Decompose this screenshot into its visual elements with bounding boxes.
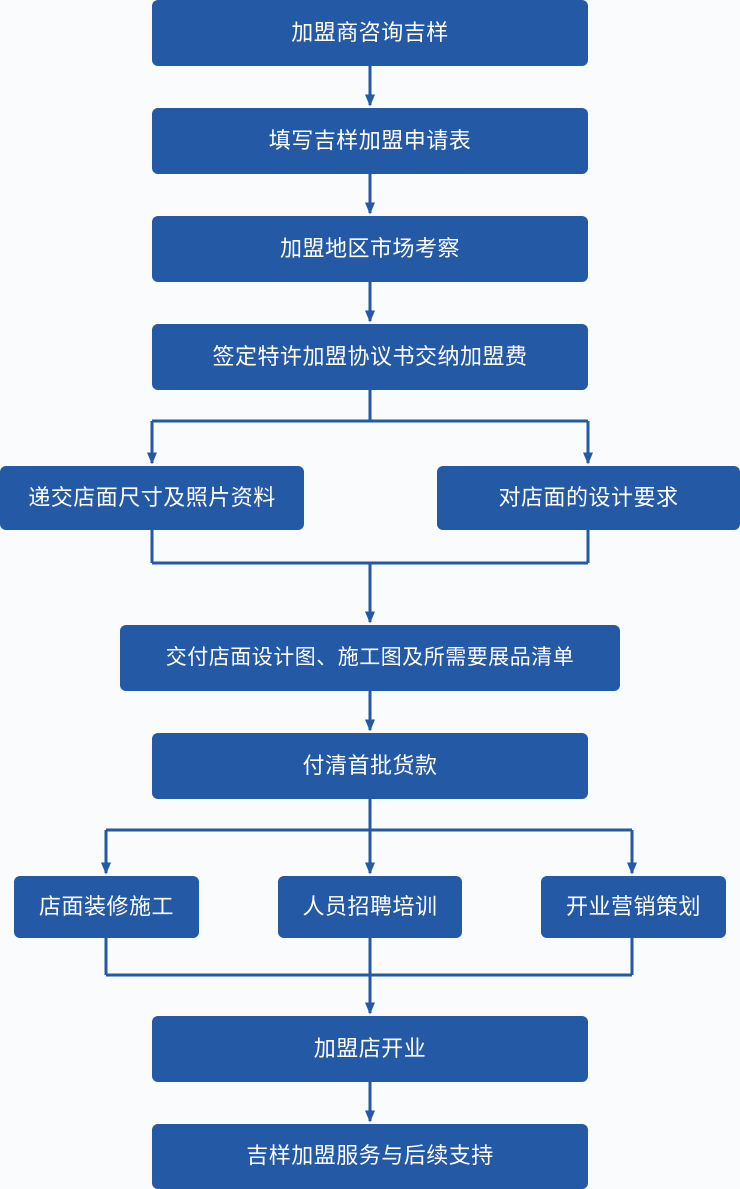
node-step8c-label: 开业营销策划 [565, 893, 701, 919]
node-step2-label: 填写吉样加盟申请表 [268, 127, 472, 153]
node-step5a[interactable]: 递交店面尺寸及照片资料 [0, 466, 304, 530]
node-step3[interactable]: 加盟地区市场考察 [152, 216, 588, 282]
node-step5b-label: 对店面的设计要求 [498, 484, 679, 510]
node-step8c[interactable]: 开业营销策划 [541, 876, 726, 938]
node-step4-label: 签定特许加盟协议书交纳加盟费 [212, 343, 528, 369]
node-step8b[interactable]: 人员招聘培训 [278, 876, 462, 938]
node-step3-label: 加盟地区市场考察 [279, 235, 460, 261]
node-step8a-label: 店面装修施工 [38, 893, 174, 919]
node-step5a-label: 递交店面尺寸及照片资料 [28, 484, 276, 510]
node-step5b[interactable]: 对店面的设计要求 [437, 466, 740, 530]
node-step10-label: 吉样加盟服务与后续支持 [246, 1143, 494, 1169]
node-step7-label: 付清首批货款 [302, 752, 438, 778]
node-step1[interactable]: 加盟商咨询吉样 [152, 0, 588, 66]
node-step9-label: 加盟店开业 [313, 1035, 427, 1061]
node-step8a[interactable]: 店面装修施工 [14, 876, 199, 938]
node-step1-label: 加盟商咨询吉样 [291, 19, 449, 45]
node-step6[interactable]: 交付店面设计图、施工图及所需要展品清单 [120, 625, 620, 691]
node-step10[interactable]: 吉样加盟服务与后续支持 [152, 1124, 588, 1189]
node-step7[interactable]: 付清首批货款 [152, 733, 588, 799]
node-step8b-label: 人员招聘培训 [302, 893, 438, 919]
node-step2[interactable]: 填写吉样加盟申请表 [152, 108, 588, 174]
node-step6-label: 交付店面设计图、施工图及所需要展品清单 [165, 646, 575, 670]
node-step4[interactable]: 签定特许加盟协议书交纳加盟费 [152, 324, 588, 390]
node-step9[interactable]: 加盟店开业 [152, 1016, 588, 1082]
